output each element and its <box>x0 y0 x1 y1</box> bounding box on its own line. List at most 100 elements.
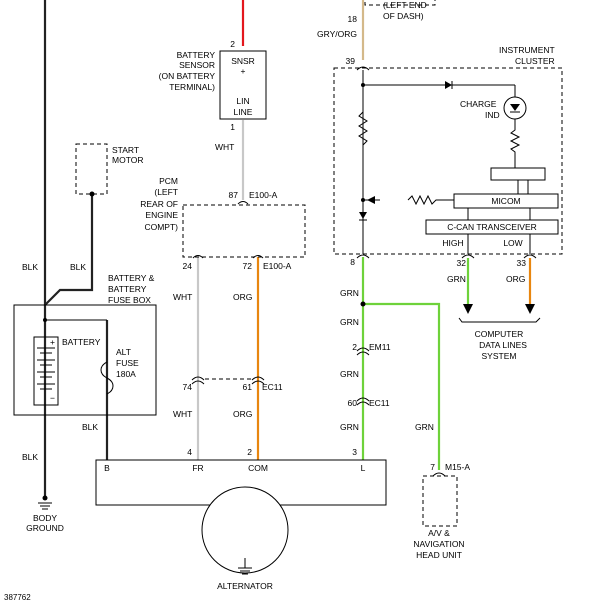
fuse-box-label-2: BATTERY <box>108 284 147 294</box>
wire-label-blk-1: BLK <box>22 262 38 272</box>
wire-label-grn-5: GRN <box>415 422 434 432</box>
micom-label: MICOM <box>491 196 520 206</box>
ccan-box <box>425 219 559 235</box>
battery-label: BATTERY <box>62 337 101 347</box>
alt-fuse-label-3: 180A <box>116 369 136 379</box>
micom-top-block <box>490 167 546 181</box>
connector-ec11-b: EC11 <box>369 398 390 408</box>
pin-7: 7 <box>430 462 435 472</box>
wire-grn-branch-av <box>363 302 441 470</box>
micom-upper-block <box>517 179 529 195</box>
pin-39: 39 <box>346 56 356 66</box>
ground-terminal <box>42 495 48 501</box>
av-nav-label-3: HEAD UNIT <box>416 550 462 560</box>
diagram-id: 387762 <box>4 593 31 602</box>
junction-grn-branch <box>360 301 366 307</box>
battery-sensor-label-4: TERMINAL) <box>169 82 215 92</box>
alt-terminal-fr: FR <box>192 463 203 473</box>
alt-terminal-com: COM <box>248 463 268 473</box>
pin-74: 74 <box>183 382 193 392</box>
body-ground-label-2: GROUND <box>26 523 64 533</box>
start-motor-label-2: MOTOR <box>112 155 143 165</box>
pcm-label-5: COMPT) <box>144 222 178 232</box>
data-lines-bracket <box>458 317 541 323</box>
battery-sensor-box <box>219 50 267 120</box>
wire-label-wht-1: WHT <box>215 142 234 152</box>
dash-label-1: (LEFT END <box>383 0 427 10</box>
battery-fuse-box <box>13 304 157 416</box>
pin-61: 61 <box>243 382 253 392</box>
cluster-resistor <box>358 111 368 146</box>
junction-battery-top <box>43 318 47 322</box>
wire-label-org-2: ORG <box>233 409 252 419</box>
connector-mark-32 <box>461 254 475 259</box>
start-motor-terminal <box>89 191 95 197</box>
cluster-label-1: INSTRUMENT <box>499 45 555 55</box>
pin-2-sensor: 2 <box>230 39 235 49</box>
connector-mark-87 <box>237 201 249 205</box>
pin-8: 8 <box>350 257 355 267</box>
charge-ind-label-1: CHARGE <box>460 99 497 109</box>
micom-resistor <box>407 194 454 206</box>
alt-terminal-l: L <box>361 463 366 473</box>
wire-label-grn-2: GRN <box>340 317 359 327</box>
connector-mark-7 <box>432 472 446 477</box>
pin-60: 60 <box>348 398 358 408</box>
battery-sensor-label-3: (ON BATTERY <box>159 71 216 81</box>
micom-box <box>453 193 559 209</box>
av-nav-box <box>422 475 458 527</box>
wire-label-grn-high: GRN <box>447 274 466 284</box>
wire-label-blk-2: BLK <box>70 262 86 272</box>
wire-label-grn-3: GRN <box>340 369 359 379</box>
micom-arrow <box>367 196 375 204</box>
high-label: HIGH <box>442 238 463 248</box>
connector-mark-8 <box>356 254 370 259</box>
low-label: LOW <box>503 238 522 248</box>
instrument-cluster-box <box>333 67 563 255</box>
pcm-label-1: PCM <box>159 176 178 186</box>
computer-data-label-1: COMPUTER <box>475 329 524 339</box>
computer-data-label-2: DATA LINES <box>479 340 527 350</box>
fuse-symbol <box>100 361 114 395</box>
alt-fuse-label-2: FUSE <box>116 358 139 368</box>
connector-ec11-74-bot <box>191 380 205 385</box>
lin-label: LIN <box>236 96 249 106</box>
connector-mark-39 <box>356 66 370 71</box>
wire-label-org-low: ORG <box>506 274 525 284</box>
connector-ec11-61-top <box>251 376 265 381</box>
connector-ec11b-top <box>356 397 370 402</box>
connector-em11-bot <box>356 351 370 356</box>
start-motor-box <box>75 143 108 195</box>
snsr-label: SNSR <box>231 56 255 66</box>
charge-diode <box>445 81 452 89</box>
connector-ec11b-bot <box>356 401 370 406</box>
connector-m15a: M15-A <box>445 462 470 472</box>
fuse-box-label-3: FUSE BOX <box>108 295 151 305</box>
pin-24: 24 <box>183 261 193 271</box>
pin-3-alt: 3 <box>352 447 357 457</box>
wire-label-wht-3: WHT <box>173 409 192 419</box>
wire-label-org-1: ORG <box>233 292 252 302</box>
wire-label-blk-3: BLK <box>82 422 98 432</box>
connector-em11-top <box>356 347 370 352</box>
battery-sensor-label-1: BATTERY <box>177 50 216 60</box>
pin-32: 32 <box>457 258 467 268</box>
connector-mark-24 <box>192 255 204 259</box>
charge-resistor <box>509 119 521 168</box>
charge-led <box>510 104 520 111</box>
arrow-low <box>525 304 535 314</box>
connector-ec11-a: EC11 <box>262 382 283 392</box>
charge-ind-label-2: IND <box>485 110 500 120</box>
cluster-label-2: CLUSTER <box>515 56 555 66</box>
connector-em11: EM11 <box>369 342 391 352</box>
dash-label-2: OF DASH) <box>383 11 424 21</box>
alt-terminal-b: B <box>104 463 110 473</box>
wire-label-gry-org: GRY/ORG <box>317 29 357 39</box>
wire-label-grn-4: GRN <box>340 422 359 432</box>
alt-fuse-label-1: ALT <box>116 347 131 357</box>
computer-data-label-3: SYSTEM <box>482 351 517 361</box>
dash-connector-box <box>364 0 436 6</box>
pin-2-alt: 2 <box>247 447 252 457</box>
body-ground-label-1: BODY <box>33 513 57 523</box>
